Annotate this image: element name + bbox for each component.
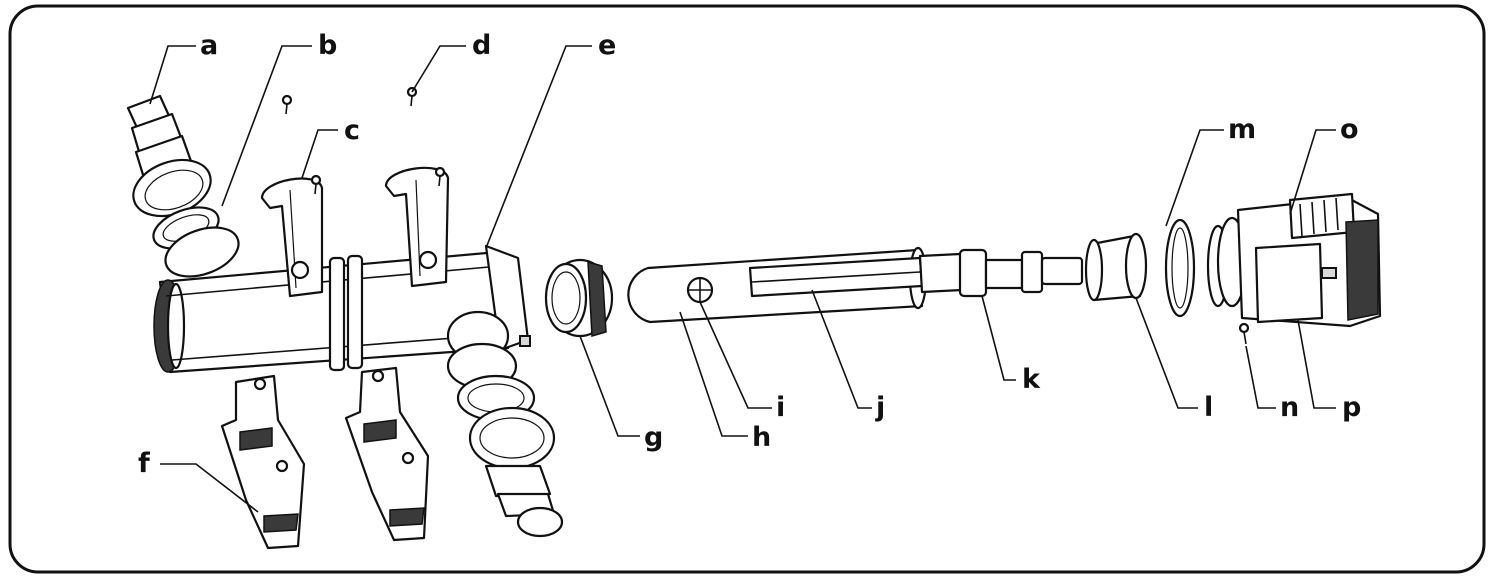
label-h: h: [752, 422, 772, 453]
label-m: m: [1228, 114, 1257, 145]
label-o: o: [1340, 114, 1359, 145]
screw-c: [310, 174, 322, 195]
lamp-head-unit: [1206, 192, 1382, 328]
label-d: d: [472, 30, 492, 61]
screw-n: [1238, 322, 1250, 345]
mounting-foot-right: [344, 366, 430, 542]
pipe-clamp-left: [260, 177, 324, 298]
label-e: e: [598, 30, 617, 61]
screw-d2: [434, 166, 446, 187]
leader-lines: [149, 45, 1336, 513]
label-n: n: [1280, 392, 1300, 423]
label-c: c: [344, 115, 361, 146]
label-a: a: [200, 30, 219, 61]
label-b: b: [318, 30, 338, 61]
label-l: l: [1204, 392, 1214, 423]
label-k: k: [1022, 364, 1040, 395]
uv-lamp: [686, 248, 1084, 304]
label-f: f: [138, 448, 150, 479]
hose-connector-bottom: [446, 310, 564, 538]
mounting-foot-left: [220, 374, 306, 550]
hose-connector-top: [126, 94, 240, 278]
label-j: j: [876, 392, 886, 423]
label-p: p: [1342, 392, 1362, 423]
frame-border: [8, 4, 1486, 574]
pipe-clamp-right: [384, 166, 450, 288]
threaded-adapter: [1084, 232, 1148, 302]
label-i: i: [776, 392, 786, 423]
label-g: g: [644, 422, 664, 453]
union-nut: [544, 258, 614, 338]
screw-b: [281, 94, 293, 115]
o-ring: [1164, 218, 1196, 318]
